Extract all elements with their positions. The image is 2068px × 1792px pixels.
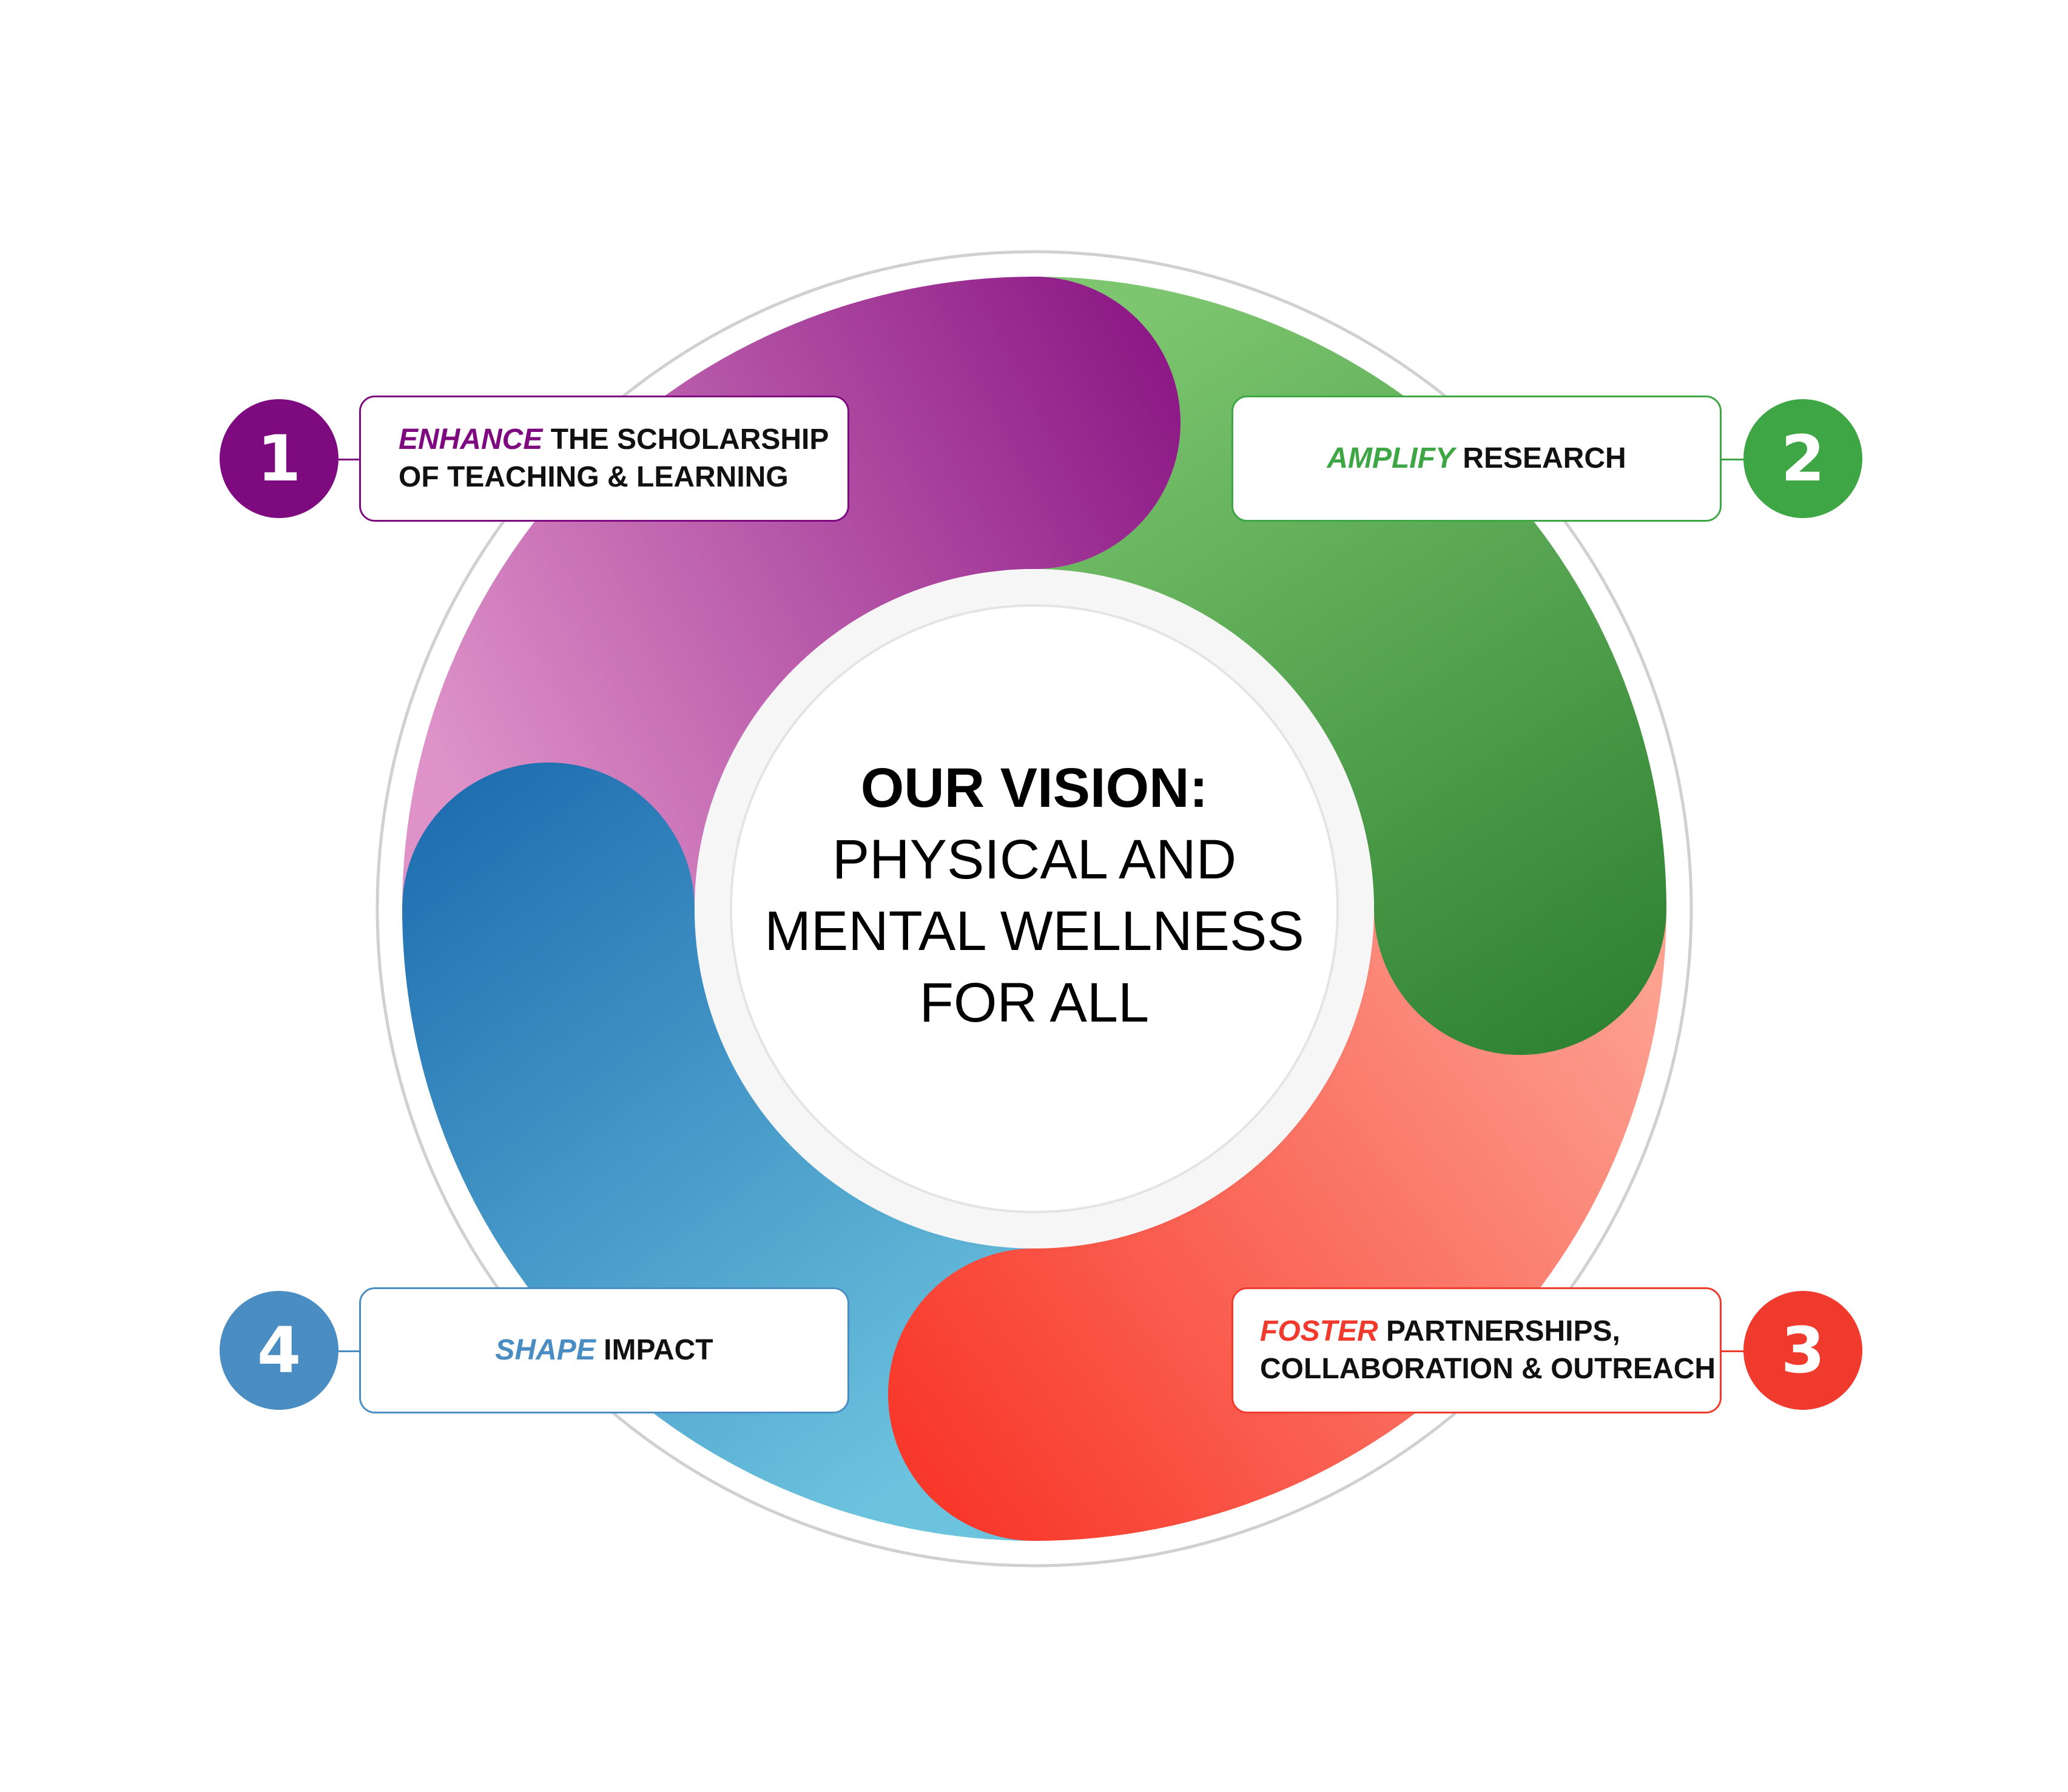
vision-line: PHYSICAL AND [832,829,1237,891]
pillar-keyword: FOSTER [1260,1315,1378,1347]
pillar-card-enhance: ENHANCE THE SCHOLARSHIP OF TEACHING & LE… [359,396,849,522]
connector-4 [337,1350,360,1352]
segment-amplify [1034,277,1666,909]
badge-number: 2 [1780,422,1825,496]
segment-amplify-cap [1374,763,1666,1055]
pillar-keyword: SHAPE [495,1334,596,1366]
pillar-text: IMPACT [595,1334,713,1366]
connector-1 [337,459,360,460]
pillar-card-amplify: AMPLIFY RESEARCH [1231,396,1722,522]
outer-ring [376,250,1693,1568]
badge-number: 3 [1780,1313,1825,1387]
connector-2 [1720,459,1743,460]
connector-3 [1720,1350,1743,1352]
badge-2: 2 [1743,399,1862,518]
pillar-text: RESEARCH [1454,442,1626,474]
pillar-text: OF TEACHING & LEARNING [399,461,789,493]
pillar-text: THE SCHOLARSHIP [542,423,829,456]
pillar-text: COLLABORATION & OUTREACH [1260,1353,1716,1385]
segment-foster [1034,909,1666,1541]
badge-3: 3 [1743,1291,1862,1410]
vision-statement: OUR VISION: PHYSICAL AND MENTAL WELLNESS… [726,752,1343,1039]
pillar-keyword: ENHANCE [399,423,543,456]
segment-shape [402,909,1034,1541]
badge-4: 4 [220,1291,338,1410]
segment-foster-cap [888,1248,1181,1541]
center-hub-inner [730,604,1339,1213]
segment-enhance-cap [888,277,1181,569]
pillar-card-foster: FOSTER PARTNERSHIPS, COLLABORATION & OUT… [1231,1287,1722,1413]
vision-line: MENTAL WELLNESS [764,900,1304,962]
badge-number: 4 [257,1313,301,1387]
badge-number: 1 [257,422,301,496]
vision-heading: OUR VISION: [860,757,1208,819]
pillar-card-shape: SHAPE IMPACT [359,1287,849,1413]
segment-shape-cap [402,763,695,1055]
pillar-text: PARTNERSHIPS, [1378,1315,1620,1347]
vision-line: FOR ALL [919,972,1150,1034]
pillar-keyword: AMPLIFY [1327,442,1455,474]
badge-1: 1 [220,399,338,518]
